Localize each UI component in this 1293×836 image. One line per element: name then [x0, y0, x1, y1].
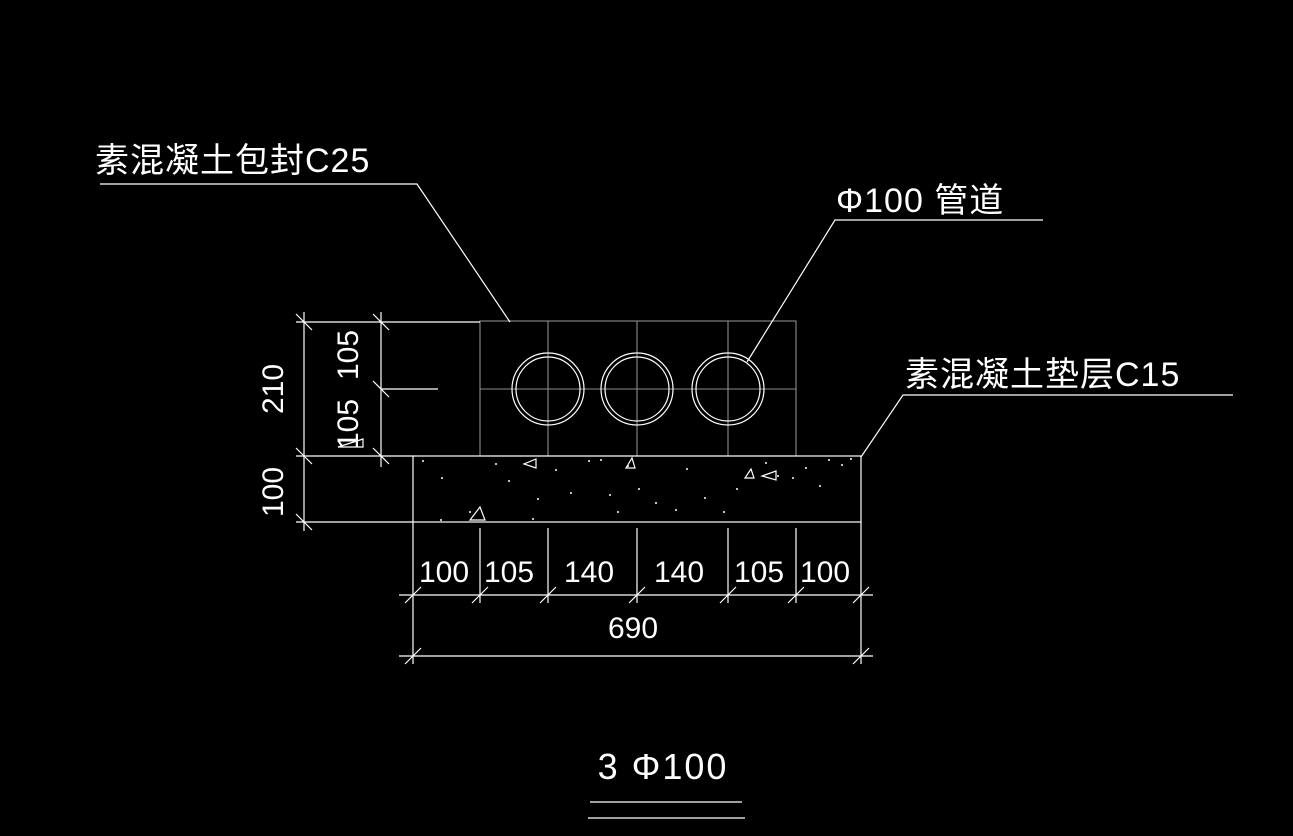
label-encasement: 素混凝土包封C25: [95, 142, 370, 180]
dim-left-upper-half: 105: [332, 330, 365, 380]
dim-bottom-seg-2: 105: [484, 556, 534, 589]
dim-bottom-seg-5: 105: [734, 556, 784, 589]
encasement-outline: [479, 320, 797, 457]
leader-lines: [100, 183, 1233, 458]
dimension-lines: [295, 312, 873, 665]
label-bedding: 素混凝土垫层C15: [905, 356, 1180, 394]
dim-bottom-seg-6: 100: [800, 556, 850, 589]
dim-ticks-left: [295, 313, 390, 531]
dim-bottom-seg-4: 140: [654, 556, 704, 589]
drawing-title: 3 Φ100: [598, 746, 729, 787]
title-underline: [588, 801, 745, 819]
pipe-circles: [511, 352, 765, 426]
label-pipe: Φ100 管道: [836, 182, 1004, 220]
dim-bottom-seg-1: 100: [419, 556, 469, 589]
concrete-stipple: [422, 458, 852, 521]
leader-encasement: [100, 183, 511, 323]
dim-left-bedding: 100: [257, 467, 290, 517]
leader-pipe: [746, 219, 1043, 363]
dim-left-lower-half: 105: [332, 399, 365, 449]
concrete-hatch-triangles: [337, 438, 777, 521]
dim-left-total: 210: [257, 364, 290, 414]
bedding-outline: [412, 455, 862, 523]
dim-bottom-seg-3: 140: [564, 556, 614, 589]
dim-bottom-total: 690: [608, 612, 658, 645]
dim-ticks-bottom: [404, 586, 870, 665]
leader-bedding: [860, 394, 1233, 458]
